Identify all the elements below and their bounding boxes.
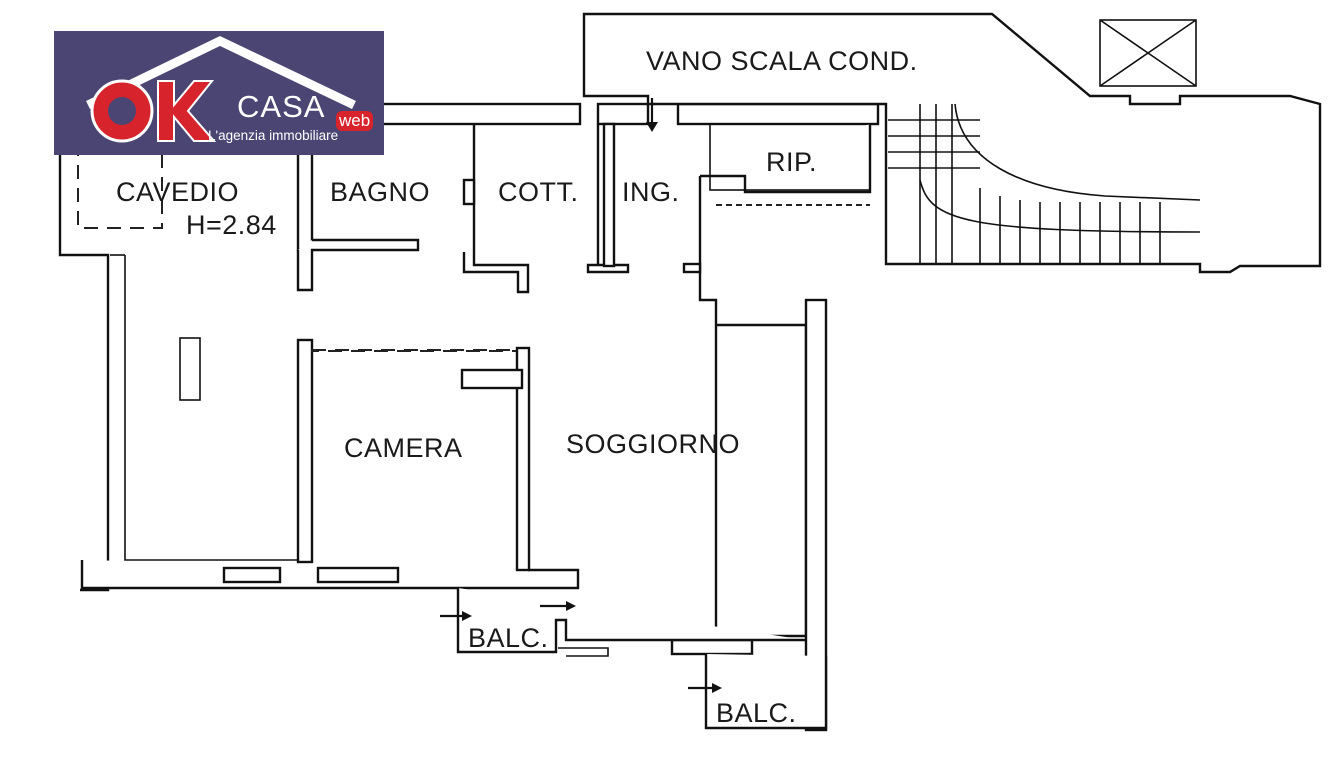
stairwell-block bbox=[582, 12, 1322, 274]
label-bagno: BAGNO bbox=[330, 177, 430, 207]
label-camera: CAMERA bbox=[344, 433, 463, 463]
label-balcone-2: BALC. bbox=[716, 698, 797, 728]
label-height: H=2.84 bbox=[186, 210, 277, 240]
logo-casa-text: CASA bbox=[237, 89, 326, 124]
label-stairwell: VANO SCALA COND. bbox=[646, 46, 918, 76]
label-cavedio: CAVEDIO bbox=[116, 177, 239, 207]
logo-web-badge: web bbox=[336, 111, 374, 131]
label-balcone-1: BALC. bbox=[468, 623, 549, 653]
agency-logo: CASA web L'agenzia immobiliare bbox=[54, 31, 384, 155]
entry-arrows bbox=[440, 98, 722, 693]
label-ingresso: ING. bbox=[622, 177, 680, 207]
label-cottura: COTT. bbox=[498, 177, 579, 207]
label-soggiorno: SOGGIORNO bbox=[566, 429, 740, 459]
house-roof-icon bbox=[86, 36, 356, 143]
label-ripostiglio: RIP. bbox=[766, 147, 817, 177]
logo-tagline: L'agenzia immobiliare bbox=[208, 128, 339, 143]
apartment-walls bbox=[58, 102, 880, 732]
